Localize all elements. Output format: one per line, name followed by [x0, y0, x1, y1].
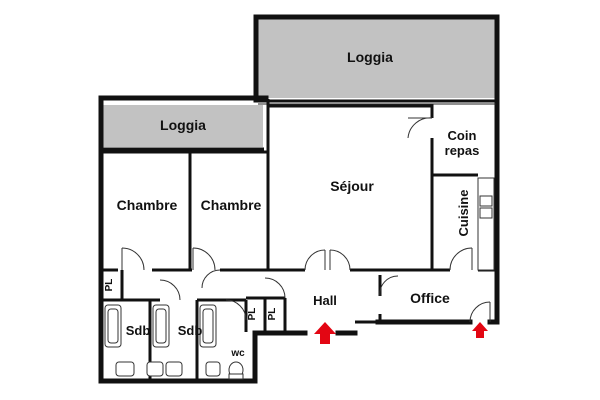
doors: [121, 117, 491, 323]
pl-3-label: PL: [267, 308, 278, 321]
bathroom-fixtures: [104, 304, 244, 380]
interior-walls: [103, 99, 495, 380]
wc-label: wc: [230, 348, 245, 359]
pl-2-label: PL: [247, 308, 258, 321]
main-entrance-arrow: [314, 322, 336, 344]
chambre-2-label: Chambre: [201, 197, 262, 213]
office-label: Office: [410, 290, 450, 306]
loggia-left-label: Loggia: [160, 117, 206, 133]
coin-repas-label-line2: repas: [445, 143, 480, 158]
loggia-top-label: Loggia: [347, 49, 393, 65]
loggia-top-area: [258, 18, 496, 98]
pl-1-label: PL: [104, 279, 115, 292]
coin-repas-label-line1: Coin: [448, 128, 477, 143]
sdb-1-label: Sdb: [126, 323, 151, 338]
sdb-2-label: Sdb: [178, 323, 203, 338]
cuisine-label: Cuisine: [456, 190, 471, 237]
chambre-1-label: Chambre: [117, 197, 178, 213]
hall-label: Hall: [313, 293, 337, 308]
kitchen-counter: [477, 177, 495, 271]
outer-walls: [98, 14, 500, 384]
sejour-label: Séjour: [330, 178, 374, 194]
office-entrance-arrow: [472, 322, 488, 338]
loggia-left-area: [103, 105, 263, 147]
